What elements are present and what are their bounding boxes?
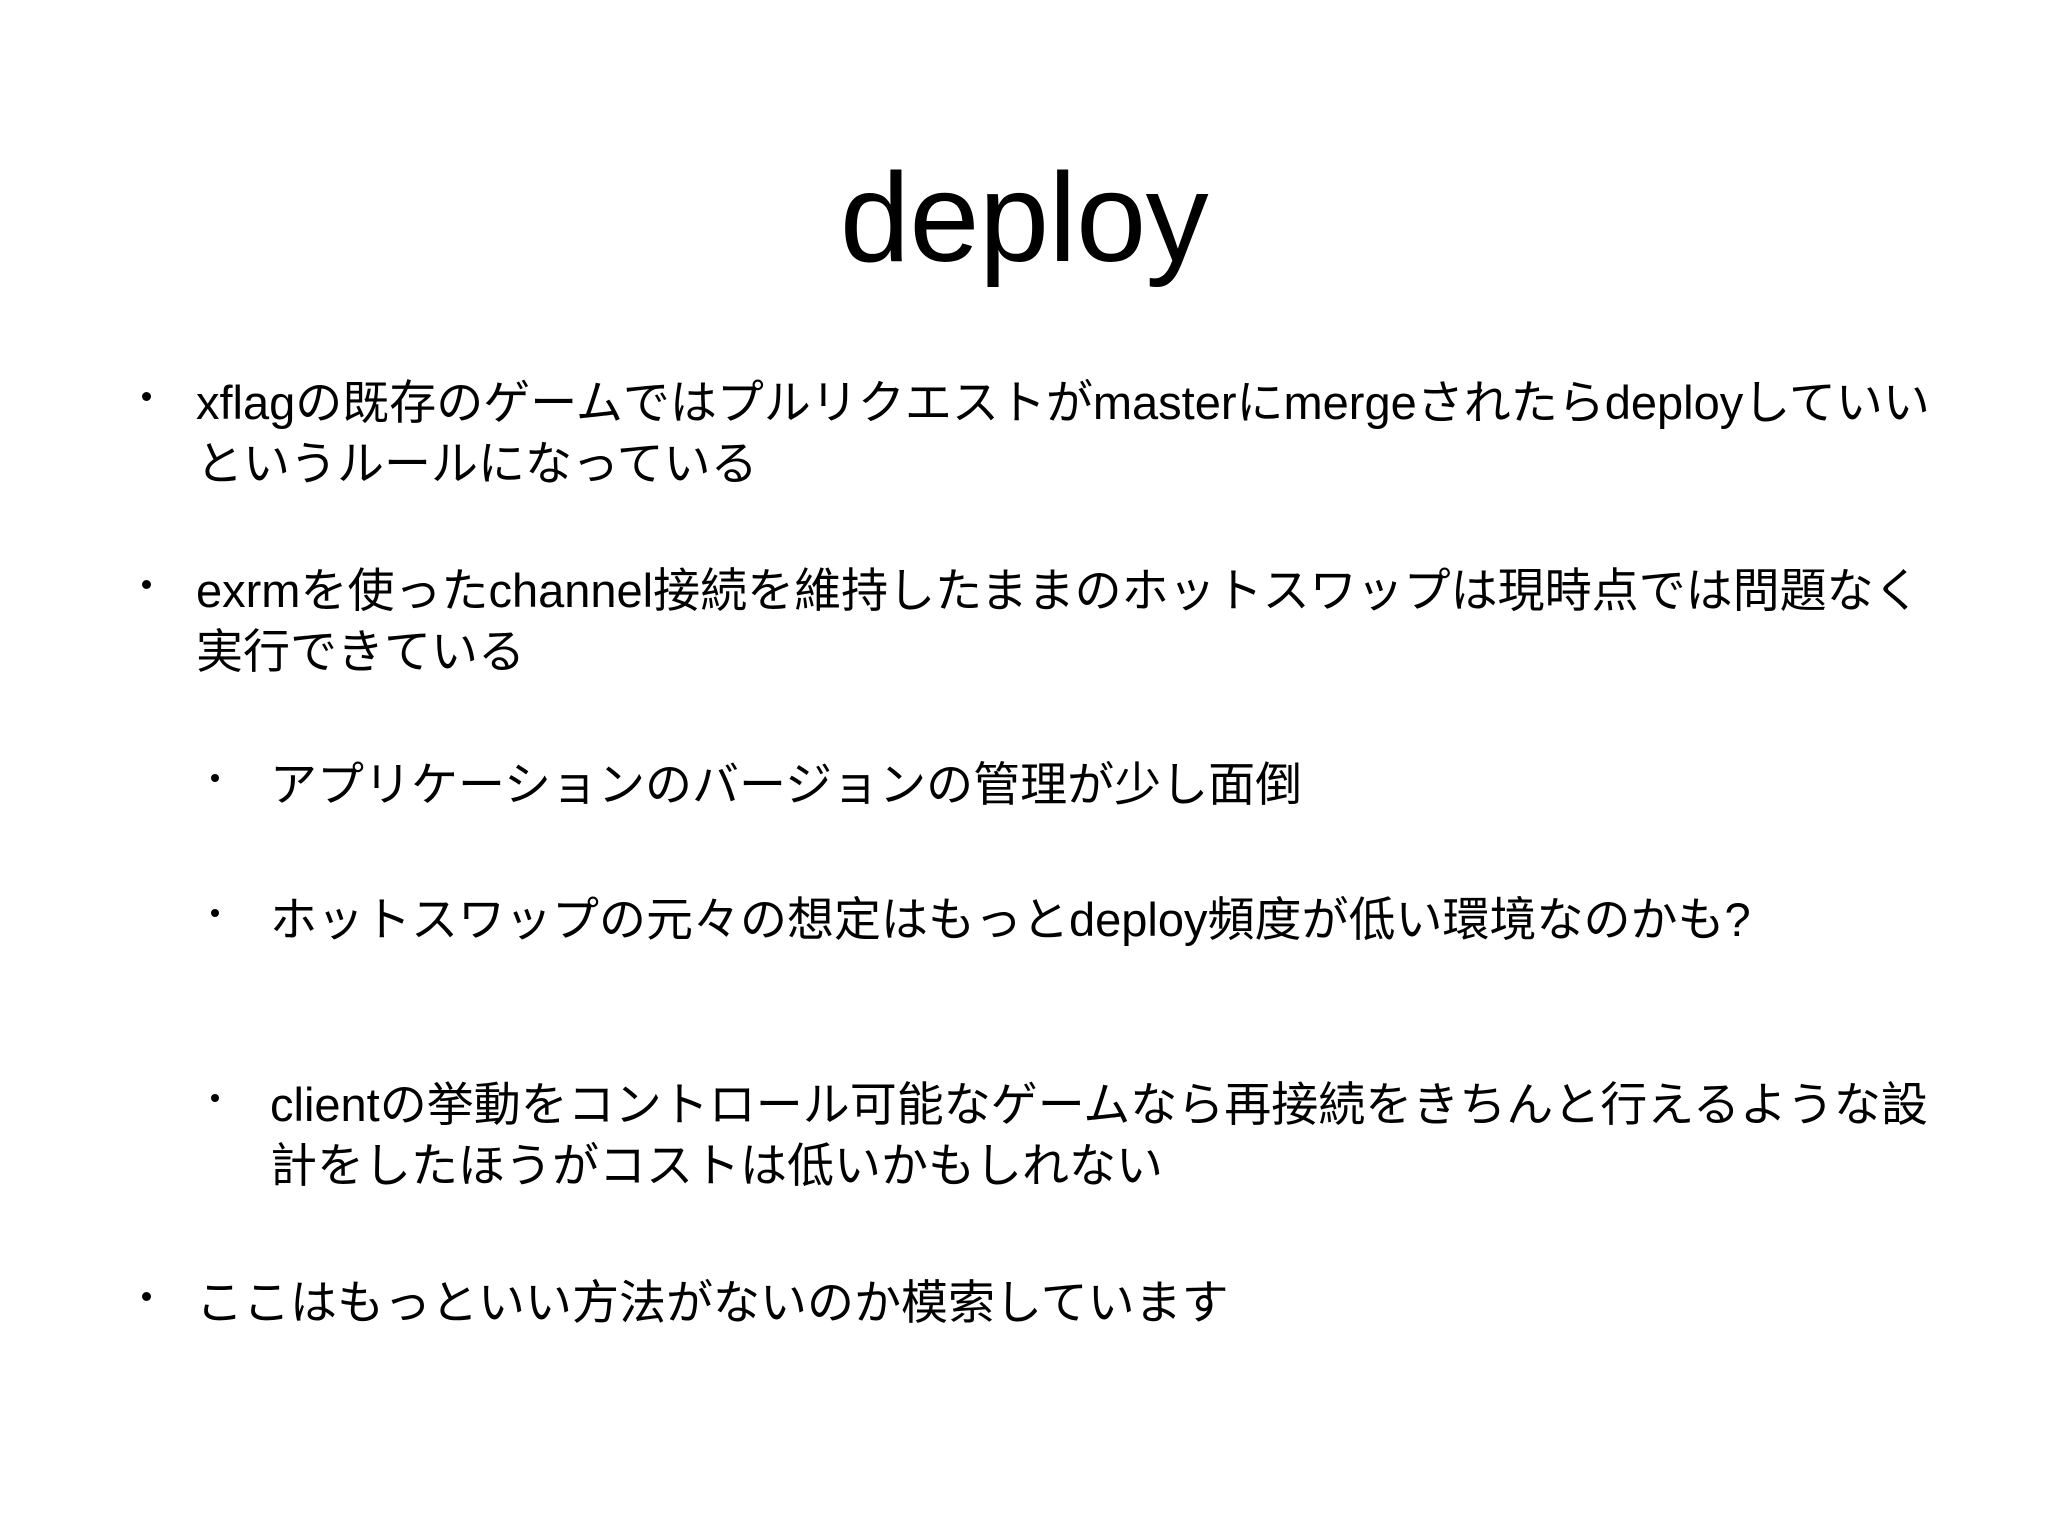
sub-bullet-item: clientの挙動をコントロール可能なゲームなら再接続をきちんと行えるような設計… xyxy=(208,1074,1948,1196)
sub-bullet-item: アプリケーションのバージョンの管理が少し面倒 xyxy=(208,754,1948,815)
bullet-text: ここはもっといい方法がないのか模索しています xyxy=(196,1276,1229,1329)
slide-title: deploy xyxy=(839,147,1209,288)
bullet-dot-icon xyxy=(208,1074,270,1102)
sub-bullet-text: アプリケーションのバージョンの管理が少し面倒 xyxy=(270,758,1303,811)
bullet-dot-icon xyxy=(208,754,270,782)
bullet-text: xflagの既存のゲームではプルリクエストがmasterにmergeされたらde… xyxy=(196,376,1930,491)
bullet-dot-icon xyxy=(140,1272,196,1301)
sub-bullet-text: clientの挙動をコントロール可能なゲームなら再接続をきちんと行えるような設計… xyxy=(270,1078,1928,1193)
bullet-dot-icon xyxy=(208,889,270,917)
bullet-item: xflagの既存のゲームではプルリクエストがmasterにmergeされたらde… xyxy=(140,372,1930,494)
bullet-text: exrmを使ったchannel接続を維持したままのホットスワップは現時点では問題… xyxy=(196,564,1921,679)
bullet-dot-icon xyxy=(140,372,196,401)
bullet-item: exrmを使ったchannel接続を維持したままのホットスワップは現時点では問題… xyxy=(140,560,1930,682)
bullet-dot-icon xyxy=(140,560,196,589)
sub-bullet-item: ホットスワップの元々の想定はもっとdeploy頻度が低い環境なのかも? xyxy=(208,889,1948,950)
slide-body: xflagの既存のゲームではプルリクエストがmasterにmergeされたらde… xyxy=(0,372,2048,1482)
bullet-item: ここはもっといい方法がないのか模索しています xyxy=(140,1272,1930,1333)
sub-bullet-text: ホットスワップの元々の想定はもっとdeploy頻度が低い環境なのかも? xyxy=(270,893,1751,946)
